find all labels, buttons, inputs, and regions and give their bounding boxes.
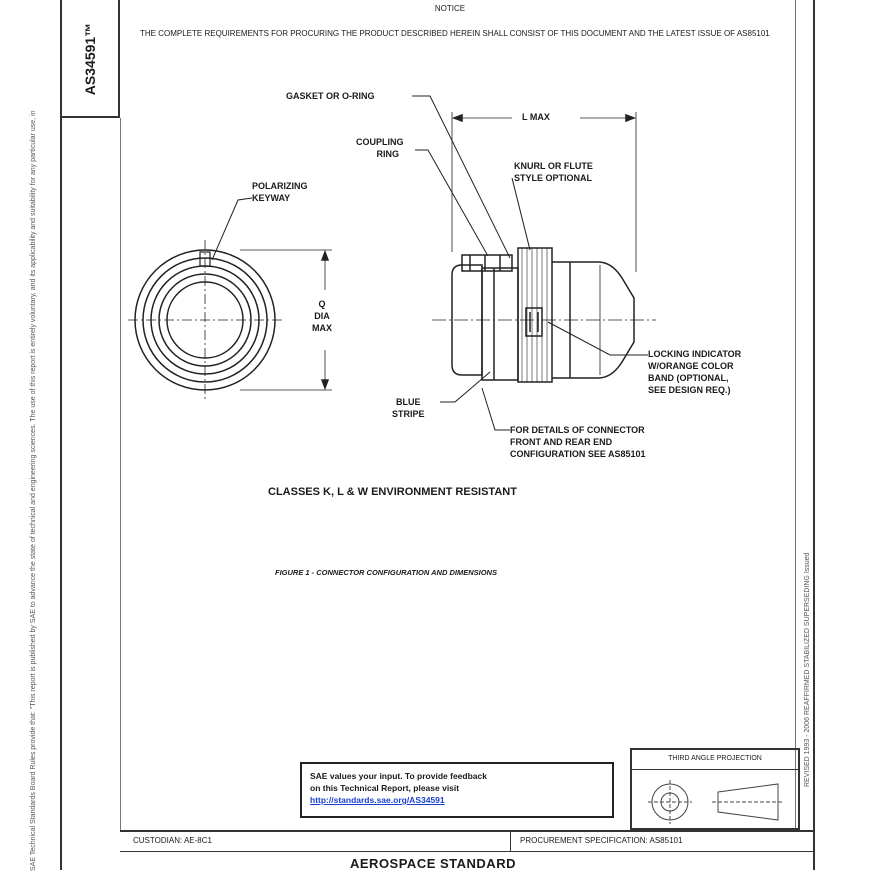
label-blue-stripe: BLUE STRIPE — [392, 397, 425, 419]
footer-divider — [510, 830, 511, 852]
doc-number-box — [60, 0, 120, 118]
label-l-max: L MAX — [522, 112, 550, 122]
notice-title: NOTICE — [434, 4, 466, 13]
right-divider — [795, 0, 796, 830]
label-connector-details: FOR DETAILS OF CONNECTOR FRONT AND REAR … — [510, 425, 646, 459]
label-knurl: KNURL OR FLUTE STYLE OPTIONAL — [514, 161, 593, 183]
label-gasket: GASKET OR O-RING — [286, 91, 375, 101]
classes-title: CLASSES K, L & W ENVIRONMENT RESISTANT — [268, 486, 517, 498]
figure-caption: FIGURE 1 - CONNECTOR CONFIGURATION AND D… — [275, 568, 497, 577]
label-q-dia: Q DIA MAX — [312, 299, 332, 333]
label-polarizing-keyway: POLARIZING KEYWAY — [252, 181, 308, 203]
projection-symbol — [648, 780, 784, 824]
label-locking-indicator: LOCKING INDICATOR W/ORANGE COLOR BAND (O… — [648, 349, 742, 395]
footer-row — [120, 830, 815, 852]
feedback-box: SAE values your input. To provide feedba… — [300, 762, 614, 818]
feedback-line-1: SAE values your input. To provide feedba… — [310, 771, 487, 781]
left-divider — [120, 118, 121, 830]
projection-box — [630, 748, 800, 830]
notice-text: THE COMPLETE REQUIREMENTS FOR PROCURING … — [140, 29, 770, 38]
projection-title: THIRD ANGLE PROJECTION — [630, 748, 800, 770]
label-coupling-ring: COUPLING RING — [356, 137, 404, 159]
feedback-link[interactable]: http://standards.sae.org/AS34591 — [310, 795, 445, 805]
procurement-text: PROCUREMENT SPECIFICATION: AS85101 — [520, 836, 683, 845]
custodian-text: CUSTODIAN: AE-8C1 — [133, 836, 212, 845]
feedback-line-2: on this Technical Report, please visit — [310, 783, 460, 793]
aerospace-standard-title: AEROSPACE STANDARD — [350, 856, 516, 871]
page-frame — [60, 0, 815, 870]
